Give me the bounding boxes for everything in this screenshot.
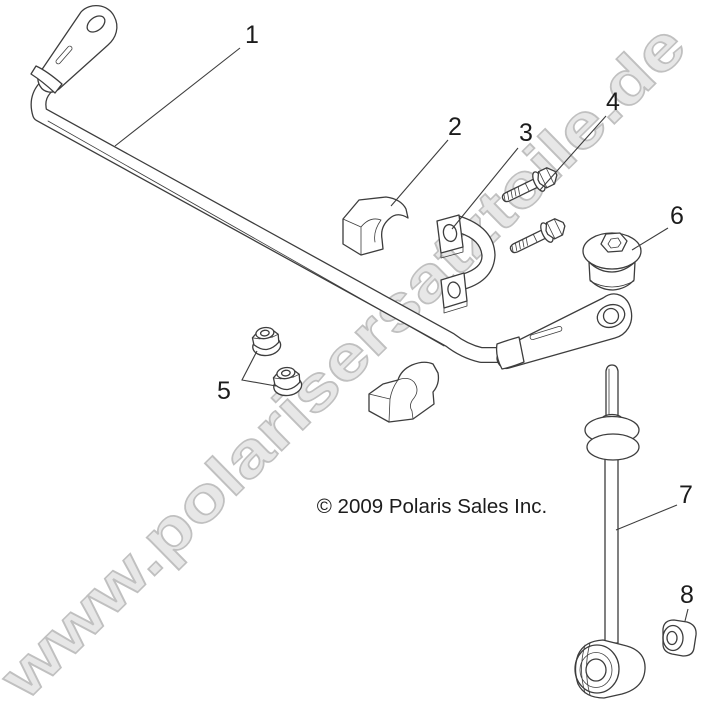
callout-number: 4	[606, 88, 620, 116]
callout-number: 6	[670, 202, 684, 230]
watermark-text: www.polarisersatzteile.de	[0, 11, 699, 713]
callout-4: 4	[539, 88, 620, 191]
callout-leader-line	[615, 504, 678, 531]
callout-7: 7	[615, 481, 693, 531]
callout-6: 6	[631, 202, 684, 251]
link-eye-bushing	[574, 639, 646, 699]
callout-leader-line	[241, 350, 277, 387]
callout-3: 3	[451, 119, 533, 230]
bar-right-arm	[495, 293, 633, 370]
bushing-clamp-upper	[342, 196, 409, 256]
callout-leader-line	[114, 47, 241, 147]
callout-leader-line	[390, 139, 449, 207]
callout-number: 8	[680, 581, 694, 609]
callout-5: 5	[217, 350, 277, 405]
callout-2: 2	[390, 113, 462, 207]
callout-8: 8	[680, 581, 694, 622]
copyright-text: © 2009 Polaris Sales Inc.	[317, 495, 547, 518]
stabilizer-bar	[30, 5, 633, 370]
link-bushing-spacer	[662, 619, 697, 657]
callout-1: 1	[114, 21, 259, 147]
stabilizer-link	[574, 364, 646, 699]
callout-number: 2	[448, 113, 462, 141]
callout-number: 5	[217, 377, 231, 405]
callout-leader-line	[539, 115, 607, 191]
callout-number: 1	[245, 21, 259, 49]
lock-nut-upper	[249, 325, 283, 358]
callout-leader-line	[684, 608, 689, 622]
bar-left-arm	[30, 5, 118, 94]
callout-layer: 1 2 3 4 5 6 7 8	[114, 21, 694, 622]
bushing-clamp-lower	[368, 361, 440, 423]
callout-leader-line	[451, 147, 519, 230]
callout-number: 7	[679, 481, 693, 509]
callout-leader-line	[631, 227, 669, 251]
callout-number: 3	[519, 119, 533, 147]
stabilizer-bushing	[582, 232, 642, 291]
clamp-bracket	[436, 214, 496, 314]
